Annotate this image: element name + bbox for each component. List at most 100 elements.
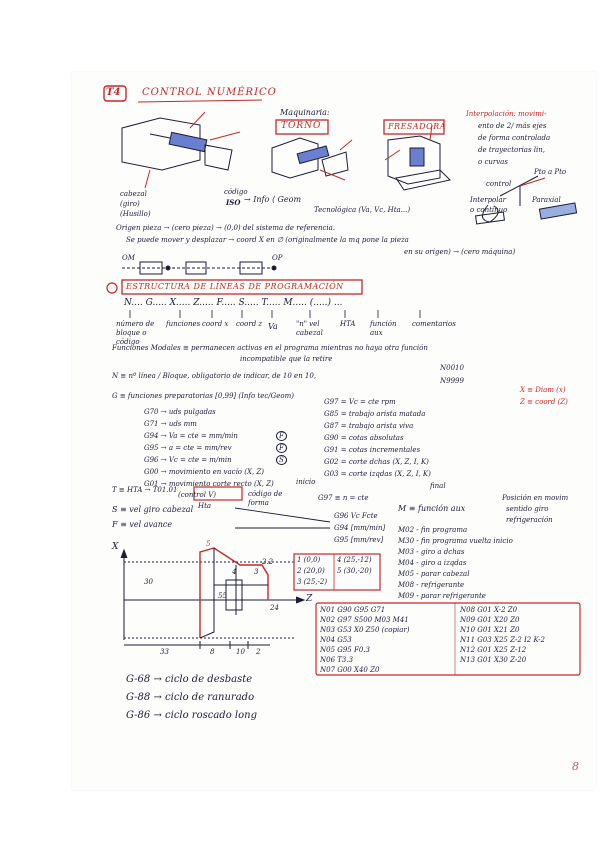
dim-33: 33 (160, 648, 169, 656)
m-code-3: M03 - giro a dchas (398, 548, 465, 556)
fresadora-sketch (384, 124, 452, 191)
prog-left-5: N05 G95 F0.3 (320, 646, 370, 654)
prog-right-4: N11 G03 X25 Z-2 I2 K-2 (460, 636, 545, 644)
circle-f-1: F (276, 431, 287, 441)
cabezal-label-2: (giro) (120, 200, 140, 208)
prog-left-2: N02 G97 S500 M03 M41 (320, 616, 409, 624)
title-tag-box (103, 85, 127, 102)
t-codigo-forma: código de forma (248, 490, 283, 507)
prog-left-3: N03 G53 X0 Z50 (copiar) (320, 626, 410, 634)
interpolar-label-2: o continuo (470, 206, 508, 214)
g-left-2: G71 → uds mm (144, 420, 197, 428)
g-right-2: G85 = trabajo arista matada (324, 410, 426, 418)
z-coord-label: Z ≡ coord (Z) (520, 398, 568, 406)
interpolacion-line-2: ento de 2/ más ejes (478, 122, 547, 130)
estructura-line: N.... G..... X..... Z..... F..... S.....… (124, 298, 343, 308)
g-right-1: G97 = Vc = cte rpm (324, 398, 396, 406)
estructura-item-g: funciones (166, 320, 201, 328)
x-diam-label: X ≡ Diam (x) (520, 386, 566, 394)
interpolacion-line-1: Interpolación: movimi- (466, 110, 547, 118)
page-number: 8 (572, 760, 579, 773)
n-example-2: N9999 (440, 377, 464, 385)
dim-4: 4 (232, 568, 237, 576)
g-right-3: G87 = trabajo arista viva (324, 422, 414, 430)
n-line: N ≡ nº línea / Bloque, obligatorio de in… (112, 372, 317, 380)
title-underline (137, 99, 263, 103)
pto-a-pto-label: Pto a Pto (534, 168, 567, 176)
dim-10: 10 (236, 648, 245, 656)
tecnologica-label: Tecnológica (Va, Vc, Hta...) (314, 206, 411, 214)
cabezal-label-3: (Husillo) (120, 210, 151, 218)
circle-f-2: F (276, 443, 287, 453)
op-label: OP (272, 254, 283, 262)
maquinaria-label: Maquinaria: (280, 108, 330, 117)
n-example-1: N0010 (440, 364, 464, 372)
estructura-item-f: Va (268, 322, 278, 331)
diagram-x-axis: X (112, 542, 119, 552)
estructura-item-t: HTA (340, 320, 356, 328)
point-2: 2 (20,0) (297, 567, 325, 575)
estructura-bullet (106, 282, 118, 294)
prog-left-7: N07 G00 X40 Z0 (320, 666, 380, 674)
estructura-title: ESTRUCTURA DE LÍNEAS DE PROGRAMACIÓN (126, 282, 344, 291)
m-branch-1: Posición en movim (502, 494, 569, 502)
fresadora-box (383, 119, 445, 135)
g-line: G ≡ funciones preparatorias [0,99] (Info… (112, 392, 294, 400)
dim-55: 55 (218, 592, 227, 600)
g94-ref: G94 [mm/min] (334, 524, 386, 532)
diagram-point-5: 5 (206, 540, 211, 548)
final-label: final (430, 482, 446, 490)
m-code-6: M08 - refrigerante (398, 581, 465, 589)
g-left-4: G95 → a = cte = mm/rev (144, 444, 232, 452)
dim-3: 3 (254, 568, 259, 576)
prog-left-1: N01 G90 G95 G71 (320, 606, 386, 614)
g-left-5: G96 → Vc = cte = m/min (144, 456, 232, 464)
points-box (293, 553, 381, 591)
t-line: T ≡ HTA → T01.01 (112, 486, 178, 494)
torno-label: TORNO (281, 121, 322, 131)
g-left-1: G70 → uds pulgadas (144, 408, 216, 416)
inicio-label: inicio (296, 478, 316, 486)
interpolation-sketch (475, 175, 578, 225)
prog-right-1: N08 G01 X-2 Z0 (460, 606, 518, 614)
m-branch-3: refrigeración (506, 516, 553, 524)
estructura-arrows (129, 310, 421, 318)
estructura-item-x: coord x (202, 320, 229, 328)
m-code-1: M02 - fin programa (398, 526, 468, 534)
dim-8: 8 (210, 648, 215, 656)
modales-line-1: Funciones Modales ≡ permanecen activas e… (112, 344, 428, 352)
page-title: CONTROL NUMÉRICO (142, 87, 277, 98)
origen-line-2: Se puede mover y desplazar → coord X en … (126, 236, 409, 244)
g-right-7: G03 = corte izqdas (X, Z, I, K) (324, 470, 431, 478)
point-1: 1 (0,0) (297, 556, 321, 564)
prog-right-3: N10 G01 X21 Z0 (460, 626, 520, 634)
estructura-item-m: función aux (370, 320, 397, 337)
control-label: control (486, 180, 512, 188)
g-left-6: G00 → movimiento en vacío (X, Z) (144, 468, 265, 476)
m-line: M ≡ función aux (398, 504, 466, 513)
g95-ref: G95 [mm/rev] (334, 536, 384, 544)
prog-right-6: N13 G01 X30 Z-20 (460, 656, 527, 664)
f-line: F ≡ vel avance (112, 520, 173, 529)
circle-s: S (276, 455, 287, 465)
estructura-item-z: coord z (236, 320, 263, 328)
m-code-4: M04 - giro a izqdas (398, 559, 467, 567)
point-3: 3 (25,-2) (297, 578, 328, 586)
title-tag: T4 (106, 87, 121, 98)
prog-left-6: N06 T3.3 (320, 656, 354, 664)
origin-diagram (122, 261, 277, 275)
origen-line-1: Origen pieza → (cero pieza) → (0,0) del … (116, 224, 336, 232)
m-code-5: M05 - parar cabezal (398, 570, 470, 578)
modales-line-2: incompatible que la retire (240, 355, 333, 363)
interpolacion-line-5: o curvas (478, 158, 508, 166)
part-profile-diagram (120, 547, 306, 649)
codigo-label: código (224, 188, 248, 196)
cycle-3: G-86 → ciclo roscado long (126, 710, 257, 721)
estructura-item-n: número de bloque o código (116, 320, 155, 346)
fresadora-label: FRESADORA (388, 122, 446, 131)
point-4: 4 (25,-12) (337, 556, 372, 564)
m-branch-2: sentido giro (506, 505, 549, 513)
estructura-item-comentarios: comentarios (412, 320, 456, 328)
interpolacion-line-4: de trayectorias lin, (478, 146, 546, 154)
